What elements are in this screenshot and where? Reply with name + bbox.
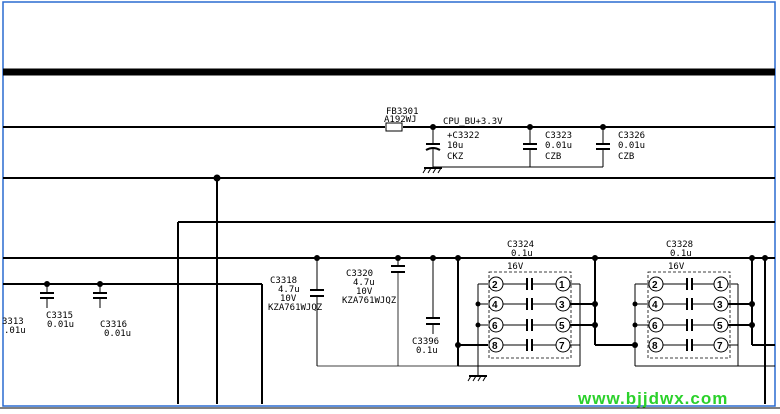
pin-label: 4 — [652, 300, 658, 311]
cap-value: 0.01u — [545, 141, 572, 151]
junction — [592, 301, 598, 307]
ferrite-part: A192WJ — [384, 115, 417, 125]
cap-c3315 — [40, 281, 54, 308]
junction — [749, 322, 755, 328]
cap-array-c3328: C3328 0.1u 16V 2 1 4 3 — [632, 240, 731, 359]
pin-label: 3 — [559, 300, 565, 311]
cap-c3323: C3323 0.01u CZB — [523, 124, 572, 162]
junction — [749, 255, 755, 261]
array-row: 8 7 — [648, 337, 729, 353]
cap-value: 0.01u — [618, 141, 645, 151]
net-label: CPU_BU+3.3V — [443, 117, 503, 127]
pin-label: 8 — [652, 341, 658, 352]
cap-value: 10u — [447, 141, 463, 151]
array-voltage: 16V — [668, 262, 685, 272]
cap-c3320: C3320 4.7u 10V KZA761WJQZ — [342, 255, 405, 366]
pin-label: 8 — [492, 341, 498, 352]
junction — [475, 322, 481, 328]
pin-label: 7 — [717, 341, 723, 352]
array-voltage: 16V — [507, 262, 524, 272]
cap-c3396: C3396 0.1u — [412, 255, 440, 356]
cap-code: CKZ — [447, 152, 464, 162]
cap-ref: C3396 — [412, 337, 439, 347]
cap-part: KZA761WJQZ — [268, 303, 323, 313]
ferrite-bead — [385, 122, 403, 132]
ferrite-ref: FB3301 — [386, 107, 419, 117]
cap-c3316 — [93, 281, 107, 308]
cap-value: 4.7u — [278, 285, 300, 295]
array-ref: C3328 — [666, 240, 693, 250]
junction — [592, 255, 598, 261]
ground-symbol — [467, 375, 487, 382]
pin-label: 6 — [492, 321, 498, 332]
cap-value: 0.1u — [416, 346, 438, 356]
cap-c3318: C3318 4.7u 10V KZA761WJQZ — [268, 255, 324, 366]
junction — [632, 322, 638, 328]
ground-symbol — [422, 167, 442, 174]
cap-code: CZB — [545, 152, 561, 162]
array-row: 6 5 — [635, 317, 729, 333]
junction — [762, 255, 768, 261]
cap-value: 0.01u — [104, 329, 131, 339]
cap-value: .01u — [4, 326, 26, 336]
cap-ref: C3326 — [618, 131, 645, 141]
junction — [632, 342, 638, 348]
array-row: 4 3 — [478, 296, 571, 312]
frame-border — [2, 1, 776, 407]
array-body — [647, 271, 731, 359]
array-value: 0.1u — [670, 249, 692, 259]
pin-label: 1 — [717, 280, 723, 291]
array-value: 0.1u — [511, 249, 533, 259]
junction — [632, 301, 638, 307]
cap-ref: C3315 — [46, 311, 73, 321]
array-body — [488, 271, 572, 359]
cap-c3322: +C3322 10u CKZ — [425, 124, 480, 167]
cap-ref: +C3322 — [447, 131, 480, 141]
array-row: 2 1 — [478, 276, 571, 292]
cap-voltage: 10V — [356, 287, 373, 297]
cap-c3326: C3326 0.01u CZB — [596, 124, 645, 162]
junction — [475, 301, 481, 307]
pin-label: 5 — [717, 321, 723, 332]
watermark: www.bjjdwx.com — [577, 389, 728, 408]
cap-value: 0.01u — [47, 320, 74, 330]
cap-plate-curved — [425, 147, 441, 151]
pin-label: 5 — [559, 321, 565, 332]
junction — [455, 255, 461, 261]
pin-label: 4 — [492, 300, 498, 311]
cap-code: CZB — [618, 152, 634, 162]
junction — [213, 174, 221, 182]
array-row: 6 5 — [478, 317, 571, 333]
pin-label: 3 — [717, 300, 723, 311]
array-row: 8 7 — [458, 337, 571, 353]
cap-ref: C3323 — [545, 131, 572, 141]
pin-label: 1 — [559, 280, 565, 291]
pin-label: 6 — [652, 321, 658, 332]
cap-ref: 3313 — [2, 317, 24, 327]
junction — [592, 322, 598, 328]
cap-ref: C3320 — [346, 269, 373, 279]
junction — [749, 301, 755, 307]
array-ref: C3324 — [507, 240, 534, 250]
junction — [455, 342, 461, 348]
cap-value: 4.7u — [353, 278, 375, 288]
pin-label: 2 — [492, 280, 498, 291]
pin-label: 7 — [559, 341, 565, 352]
cap-ref: C3316 — [100, 320, 127, 330]
array-row: 2 1 — [635, 276, 729, 292]
array-row: 4 3 — [635, 296, 729, 312]
cap-ref: C3318 — [270, 276, 297, 286]
cap-voltage: 10V — [280, 294, 297, 304]
pin-label: 2 — [652, 280, 658, 291]
cap-part: KZA761WJQZ — [342, 296, 397, 306]
